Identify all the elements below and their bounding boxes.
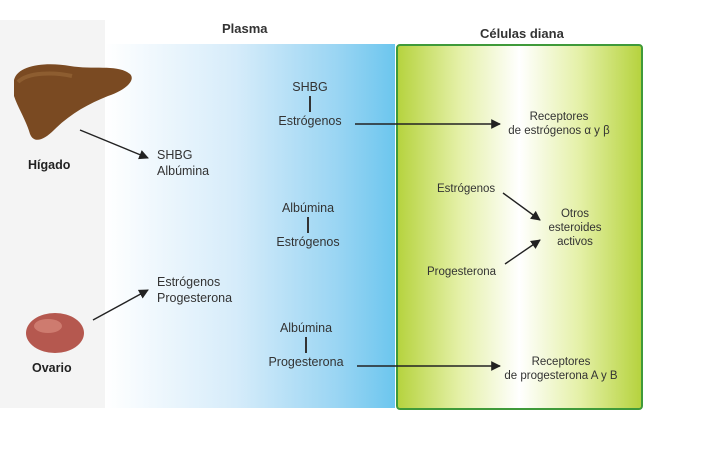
complex3-top: Albúmina xyxy=(279,321,333,335)
plasma-liver-products: SHBG Albúmina xyxy=(157,147,209,179)
liver-label: Hígado xyxy=(28,158,71,172)
target-progesterone: Progesterona xyxy=(427,266,497,278)
liver-icon xyxy=(14,64,132,140)
target-estrogens: Estrógenos xyxy=(437,183,496,195)
plasma-header: Plasma xyxy=(222,21,268,36)
other-steroids-line1: Otros xyxy=(560,208,590,220)
other-active-steroids: Otros esteroides activos xyxy=(540,207,610,249)
complex1-top: SHBG xyxy=(292,80,328,94)
shbg-text: SHBG xyxy=(157,148,193,162)
complex2-top: Albúmina xyxy=(281,201,335,215)
complex-albumin-progesterone: Albúmina Progesterona xyxy=(262,320,350,370)
progesterone-receptors-line2: de progesterona A y B xyxy=(504,370,618,382)
progesterone-receptors-line1: Receptores xyxy=(531,356,591,368)
estrogens-text: Estrógenos xyxy=(157,275,221,289)
target-cells-panel xyxy=(396,44,643,410)
other-steroids-line2: esteroides xyxy=(548,222,602,234)
albumin-text: Albúmina xyxy=(157,164,210,178)
ovary-label: Ovario xyxy=(32,361,72,375)
complex-albumin-estrogens: Albúmina Estrógenos xyxy=(268,200,348,250)
plasma-panel xyxy=(105,44,395,408)
complex2-bottom: Estrógenos xyxy=(276,235,340,249)
progesterone-text: Progesterona xyxy=(157,291,233,305)
complex3-bottom: Progesterona xyxy=(268,355,344,369)
target-cells-header: Células diana xyxy=(480,26,564,41)
estrogen-receptors-line2: de estrógenos α y β xyxy=(508,125,610,137)
ovary-icon xyxy=(26,313,84,353)
progesterone-receptors: Receptores de progesterona A y B xyxy=(494,355,628,383)
complex-shbg-estrogens: SHBG Estrógenos xyxy=(270,79,350,129)
other-steroids-line3: activos xyxy=(557,236,593,248)
estrogen-receptors: Receptores de estrógenos α y β xyxy=(496,110,622,138)
estrogen-receptors-line1: Receptores xyxy=(529,111,589,123)
plasma-ovary-products: Estrógenos Progesterona xyxy=(157,274,232,306)
complex1-bottom: Estrógenos xyxy=(278,114,342,128)
